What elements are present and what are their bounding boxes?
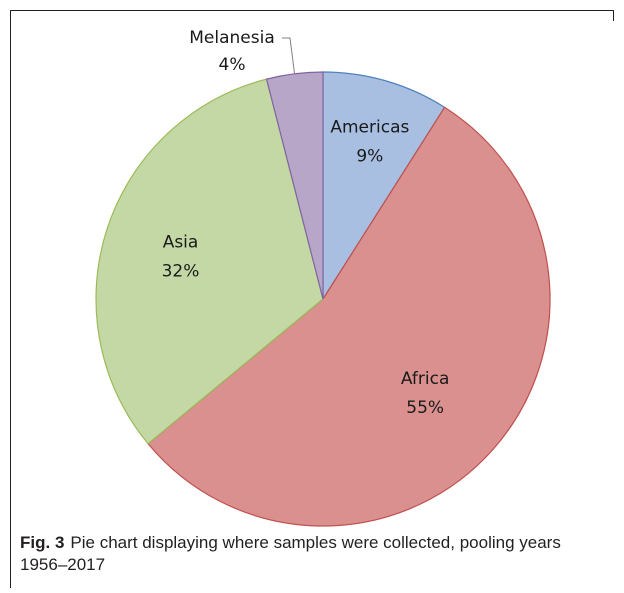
pie-label-africa-name: Africa — [401, 369, 450, 389]
pie-labels: Americas 9% Africa 55% Asia 32% Melanesia 4% — [162, 28, 450, 418]
pie-label-melanesia-name: Melanesia — [189, 28, 275, 48]
pie-label-melanesia-leader-line — [282, 37, 296, 74]
frame-left-border — [10, 10, 11, 588]
caption-label: Fig. 3 — [20, 533, 65, 552]
pie-label-melanesia-value: 4% — [219, 55, 246, 75]
pie-label-americas-value: 9% — [356, 147, 383, 167]
pie-label-asia-value: 32% — [162, 262, 200, 282]
frame-right-border — [613, 10, 614, 21]
pie-label-asia-name: Asia — [163, 233, 199, 253]
pie-slice-americas — [322, 71, 446, 302]
pie-slice-africa — [147, 106, 551, 527]
pie-slice-asia — [95, 78, 324, 445]
pie-label-americas-name: Americas — [330, 118, 409, 138]
pie-slices — [95, 71, 551, 527]
frame-top-border — [10, 10, 614, 11]
pie-slice-melanesia — [265, 71, 324, 300]
pie-label-africa-value: 55% — [406, 398, 444, 418]
pie-chart: Americas 9% Africa 55% Asia 32% Melanesia 4% — [95, 28, 551, 527]
caption-text: Pie chart displaying where samples were … — [20, 533, 561, 574]
